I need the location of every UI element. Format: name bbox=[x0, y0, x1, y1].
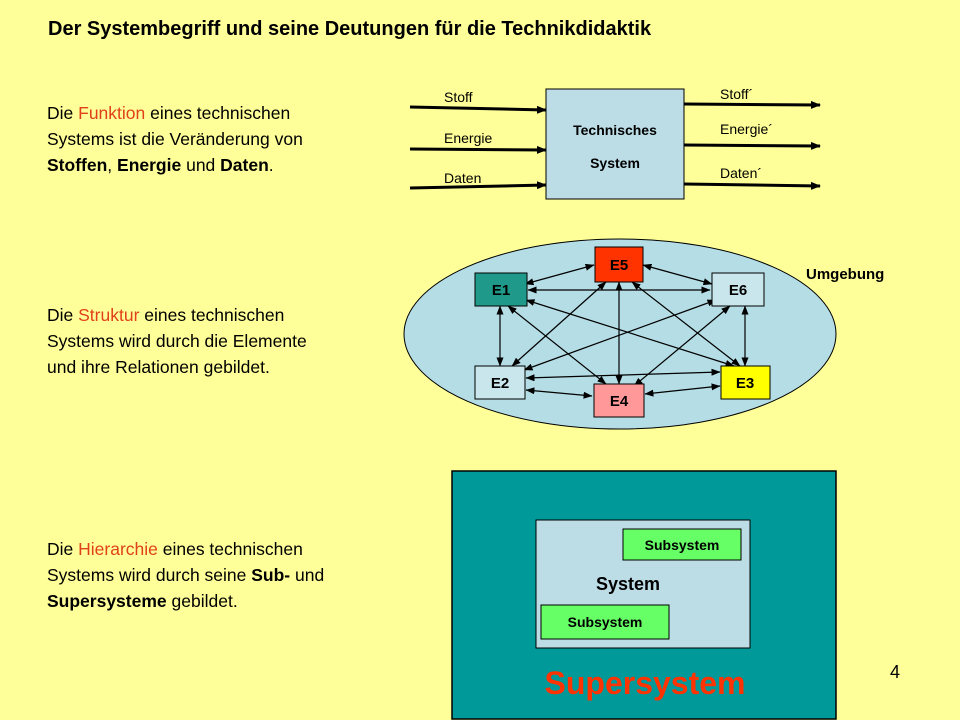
svg-text:E6: E6 bbox=[729, 282, 747, 299]
relation-e4-e3 bbox=[644, 383, 721, 397]
function-line-1: Die Funktion eines technischen bbox=[47, 103, 291, 123]
relation-e5-e6 bbox=[642, 263, 713, 286]
function-description: Die Funktion eines technischen Systems i… bbox=[47, 100, 303, 178]
relation-e2-e3 bbox=[525, 368, 721, 382]
structure-description: Die Struktur eines technischen Systems w… bbox=[47, 302, 307, 380]
hierarchy-description: Die Hierarchie eines technischen Systems… bbox=[47, 536, 324, 614]
technical-system-label-2: System bbox=[590, 155, 640, 171]
output-label-energie: Energie´ bbox=[720, 121, 773, 137]
subsystem-bottom-box bbox=[540, 604, 670, 640]
structure-diagram: Umgebung E5 E1 bbox=[403, 238, 884, 430]
structure-line-1: Die Struktur eines technischen bbox=[47, 305, 285, 325]
hierarchy-diagram: Subsystem System Subsystem Supersystem bbox=[451, 470, 837, 720]
function-line-2: Systems ist die Veränderung von bbox=[47, 129, 303, 149]
svg-text:E5: E5 bbox=[610, 257, 628, 274]
output-arrow-energie bbox=[683, 141, 821, 150]
relation-e1-e5 bbox=[524, 263, 595, 286]
technical-system-box bbox=[545, 88, 685, 200]
relations bbox=[496, 263, 749, 399]
hierarchy-keyword: Hierarchie bbox=[78, 539, 158, 559]
technical-system-label-1: Technisches bbox=[573, 122, 657, 138]
subsystem-top-box bbox=[622, 528, 742, 561]
output-arrow-stoff bbox=[683, 100, 821, 109]
element-e5: E5 bbox=[594, 246, 644, 283]
system-label: System bbox=[596, 574, 660, 594]
element-e3: E3 bbox=[720, 365, 771, 400]
structure-line-2: Systems wird durch die Elemente bbox=[47, 331, 307, 351]
element-e2: E2 bbox=[474, 365, 526, 400]
structure-keyword: Struktur bbox=[78, 305, 140, 325]
hierarchy-line-3: Supersysteme gebildet. bbox=[47, 591, 238, 611]
element-e6: E6 bbox=[711, 272, 765, 307]
element-e4: E4 bbox=[593, 383, 645, 418]
input-arrow-energie bbox=[409, 145, 547, 154]
function-diagram: Technisches System Stoff Energie Daten S… bbox=[409, 86, 821, 200]
input-label-stoff: Stoff bbox=[444, 89, 473, 105]
page-number: 4 bbox=[890, 662, 901, 682]
input-arrow-stoff bbox=[409, 105, 547, 114]
function-line-3: Stoffen, Energie und Daten. bbox=[47, 155, 274, 175]
output-label-stoff: Stoff´ bbox=[720, 86, 753, 102]
structure-line-3: und ihre Relationen gebildet. bbox=[47, 357, 270, 377]
input-label-energie: Energie bbox=[444, 130, 492, 146]
output-label-daten: Daten´ bbox=[720, 165, 762, 181]
hierarchy-line-2: Systems wird durch seine Sub- und bbox=[47, 565, 325, 585]
subsystem-bottom-label: Subsystem bbox=[568, 614, 643, 630]
svg-text:E3: E3 bbox=[736, 375, 754, 392]
relation-e2-e4 bbox=[525, 387, 593, 399]
page-title: Der Systembegriff und seine Deutungen fü… bbox=[48, 18, 652, 40]
input-label-daten: Daten bbox=[444, 170, 481, 186]
supersystem-label: Supersystem bbox=[545, 665, 746, 701]
svg-text:E4: E4 bbox=[610, 393, 629, 410]
input-arrow-daten bbox=[409, 181, 547, 190]
environment-label: Umgebung bbox=[806, 266, 884, 283]
subsystem-top-label: Subsystem bbox=[645, 537, 720, 553]
element-e1: E1 bbox=[474, 272, 528, 307]
function-keyword: Funktion bbox=[78, 103, 146, 123]
svg-text:E2: E2 bbox=[491, 375, 509, 392]
hierarchy-line-1: Die Hierarchie eines technischen bbox=[47, 539, 303, 559]
svg-text:E1: E1 bbox=[492, 282, 510, 299]
output-arrow-daten bbox=[683, 181, 821, 190]
